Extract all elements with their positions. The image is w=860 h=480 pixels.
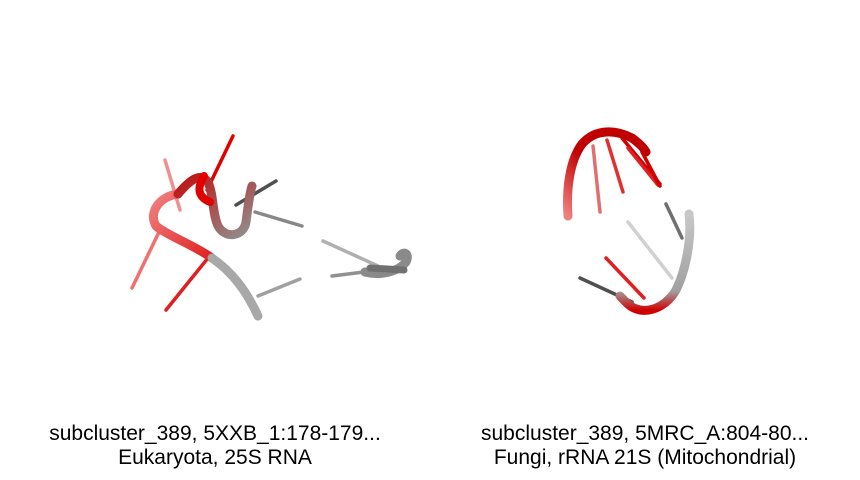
structure-panel-right: subcluster_389, 5MRC_A:804-80... Fungi, …: [430, 0, 860, 480]
structure-panel-left: subcluster_389, 5XXB_1:178-179... Eukary…: [0, 134, 430, 470]
caption-line-2: Fungi, rRNA 21S (Mitochondrial): [493, 446, 797, 469]
caption-line-1: subcluster_389, 5MRC_A:804-80...: [480, 422, 809, 445]
structure-caption-left: subcluster_389, 5XXB_1:178-179... Eukary…: [0, 422, 430, 470]
rna-structure-render-5xxb: [130, 134, 412, 321]
caption-line-2: Eukaryota, 25S RNA: [118, 446, 312, 469]
caption-line-1: subcluster_389, 5XXB_1:178-179...: [49, 422, 381, 445]
structure-caption-right: subcluster_389, 5MRC_A:804-80... Fungi, …: [430, 422, 860, 470]
rna-structure-render-5mrc: [563, 127, 695, 315]
